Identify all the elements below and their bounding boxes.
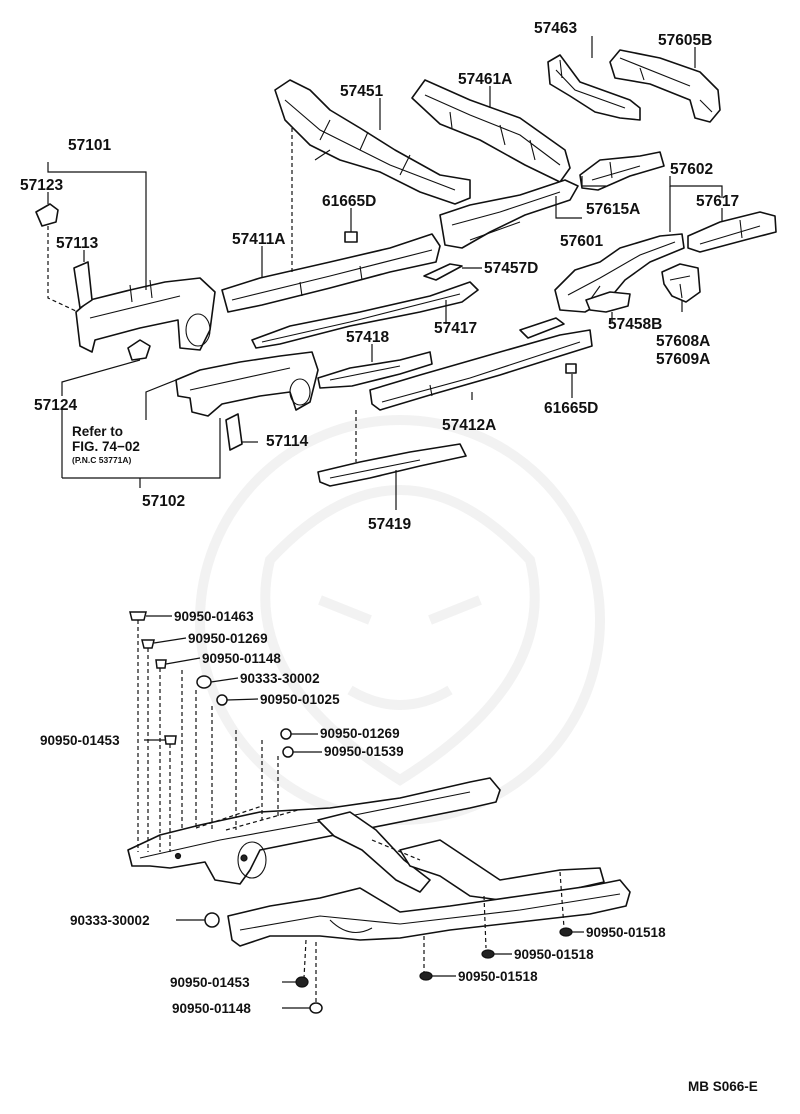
diagram-code: MB S066-E [688, 1079, 758, 1094]
label-57417: 57417 [434, 320, 477, 337]
label-57602: 57602 [670, 161, 713, 178]
label-90950-01453-b: 90950-01453 [170, 975, 250, 990]
label-57101: 57101 [68, 137, 111, 154]
label-90950-01269-a: 90950-01269 [188, 631, 268, 646]
label-57418: 57418 [346, 329, 389, 346]
part-57412A[interactable] [369, 317, 593, 411]
label-57124: 57124 [34, 397, 77, 414]
part-57114[interactable] [225, 413, 243, 451]
part-57458B[interactable] [585, 291, 631, 313]
label-refer-pnc: (P.N.C 53771A) [72, 455, 132, 465]
part-57602[interactable] [554, 233, 685, 313]
label-90950-01269-b: 90950-01269 [320, 726, 400, 741]
part-57418[interactable] [317, 351, 433, 389]
part-57605B[interactable] [609, 49, 721, 123]
label-57463: 57463 [534, 20, 577, 37]
label-57461A: 57461A [458, 71, 512, 88]
label-57457D: 57457D [484, 260, 538, 277]
label-57412A: 57412A [442, 417, 496, 434]
label-61665D-top: 61665D [322, 193, 376, 210]
watermark-emblem [195, 415, 605, 825]
label-90950-01463-a: 90950-01463 [174, 609, 254, 624]
label-57451: 57451 [340, 83, 383, 100]
label-57609A: 57609A [656, 351, 710, 368]
label-57605B: 57605B [658, 32, 712, 49]
part-57461A[interactable] [411, 79, 571, 183]
part-57615A[interactable] [579, 151, 665, 191]
part-57601[interactable] [439, 179, 579, 249]
label-57419: 57419 [368, 516, 411, 533]
part-57608A[interactable] [661, 263, 701, 303]
label-refer-to: Refer to [72, 424, 123, 439]
upper-part-labels: 57463 57605B 57451 57461A 57101 57123 57… [20, 20, 739, 533]
part-57463[interactable] [547, 54, 641, 121]
label-90333-30002-a: 90333-30002 [240, 671, 320, 686]
label-90950-01518-a: 90950-01518 [586, 925, 666, 940]
part-61665D-bottom[interactable] [565, 363, 577, 374]
part-57113[interactable] [73, 261, 93, 309]
fastener-labels: 90950-01463 90950-01269 90950-01148 9033… [40, 609, 758, 1094]
frame-assembly[interactable] [127, 777, 631, 947]
part-57457D[interactable] [423, 263, 463, 281]
lower-leader-lines [137, 615, 584, 1009]
label-90950-01025: 90950-01025 [260, 692, 340, 707]
label-refer-fig: FIG. 74−02 [72, 439, 140, 454]
part-57417[interactable] [251, 281, 479, 349]
label-57608A: 57608A [656, 333, 710, 350]
label-90950-01148-b: 90950-01148 [172, 1001, 251, 1016]
label-90950-01539: 90950-01539 [324, 744, 404, 759]
part-61665D-top[interactable] [344, 231, 358, 243]
label-57123: 57123 [20, 177, 63, 194]
label-90950-01148-a: 90950-01148 [202, 651, 281, 666]
part-57101[interactable] [75, 277, 216, 353]
label-57114: 57114 [266, 433, 309, 450]
label-90333-30002-b: 90333-30002 [70, 913, 150, 928]
label-90950-01518-c: 90950-01518 [458, 969, 538, 984]
part-57419[interactable] [317, 443, 467, 487]
part-57124[interactable] [127, 339, 151, 361]
part-57123[interactable] [35, 203, 59, 227]
label-57113: 57113 [56, 235, 99, 252]
label-57411A: 57411A [232, 231, 285, 248]
label-61665D-bottom: 61665D [544, 400, 598, 417]
label-57617: 57617 [696, 193, 739, 210]
label-90950-01453-a: 90950-01453 [40, 733, 120, 748]
part-57617[interactable] [687, 211, 777, 253]
label-57458B: 57458B [608, 316, 662, 333]
label-90950-01518-b: 90950-01518 [514, 947, 594, 962]
part-57451[interactable] [274, 79, 471, 205]
upper-leader-lines [47, 36, 723, 510]
part-57411A[interactable] [221, 233, 441, 313]
label-57102: 57102 [142, 493, 185, 510]
part-57102[interactable] [175, 351, 319, 417]
label-57601: 57601 [560, 233, 603, 250]
label-57615A: 57615A [586, 201, 640, 218]
